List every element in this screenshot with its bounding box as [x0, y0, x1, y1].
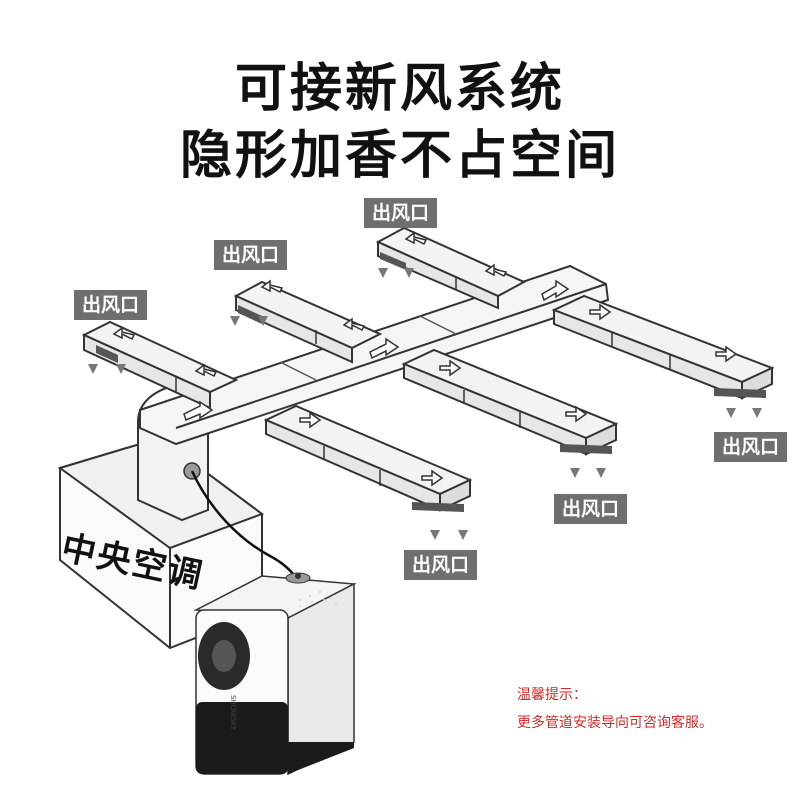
outlet-nozzle-icon — [295, 573, 301, 579]
outlet-label: 出风口 — [74, 290, 148, 320]
branch-duct-4 — [551, 294, 775, 400]
arrow-icon — [342, 317, 366, 332]
arrow-icon — [439, 359, 462, 377]
arrow-icon — [404, 231, 428, 246]
central-ac-unit — [57, 436, 265, 650]
connection-cable — [190, 470, 298, 579]
branch-duct-6 — [263, 404, 473, 512]
arrow-icon — [565, 405, 588, 423]
arrow-icon — [299, 411, 322, 429]
outlet-label: 出风口 — [404, 550, 478, 580]
tip-title: 温馨提示： — [517, 687, 587, 703]
branch-duct-5 — [401, 348, 619, 456]
arrow-icon — [369, 337, 400, 360]
arrow-icon — [715, 345, 738, 363]
arrow-icon — [112, 326, 136, 341]
arrow-icon — [541, 279, 570, 302]
tip-body: 更多管道安装导向可咨询客服。 — [517, 715, 713, 731]
branch-duct-2 — [233, 280, 383, 364]
arrow-icon — [589, 303, 612, 321]
outlet-indicators — [88, 268, 762, 540]
arrow-icon — [484, 263, 508, 278]
outlet-label: 出风口 — [214, 240, 288, 270]
outlet-label: 出风口 — [554, 494, 628, 524]
arrow-icon — [260, 279, 284, 294]
device-brand-label: SHOWSKY — [229, 695, 237, 731]
arrow-icon — [183, 400, 214, 422]
branch-duct-1 — [81, 320, 239, 410]
airflow-arrows — [112, 231, 738, 487]
headline-line-1: 可接新风系统 — [234, 59, 565, 119]
aroma-diffuser-device — [193, 572, 357, 776]
arrow-icon — [194, 363, 218, 378]
outlet-label: 出风口 — [364, 198, 438, 228]
outlet-label: 出风口 — [714, 432, 788, 462]
branch-duct-3 — [375, 226, 527, 310]
arrow-icon — [421, 469, 444, 487]
headline-line-2: 隐形加香不占空间 — [179, 126, 620, 186]
